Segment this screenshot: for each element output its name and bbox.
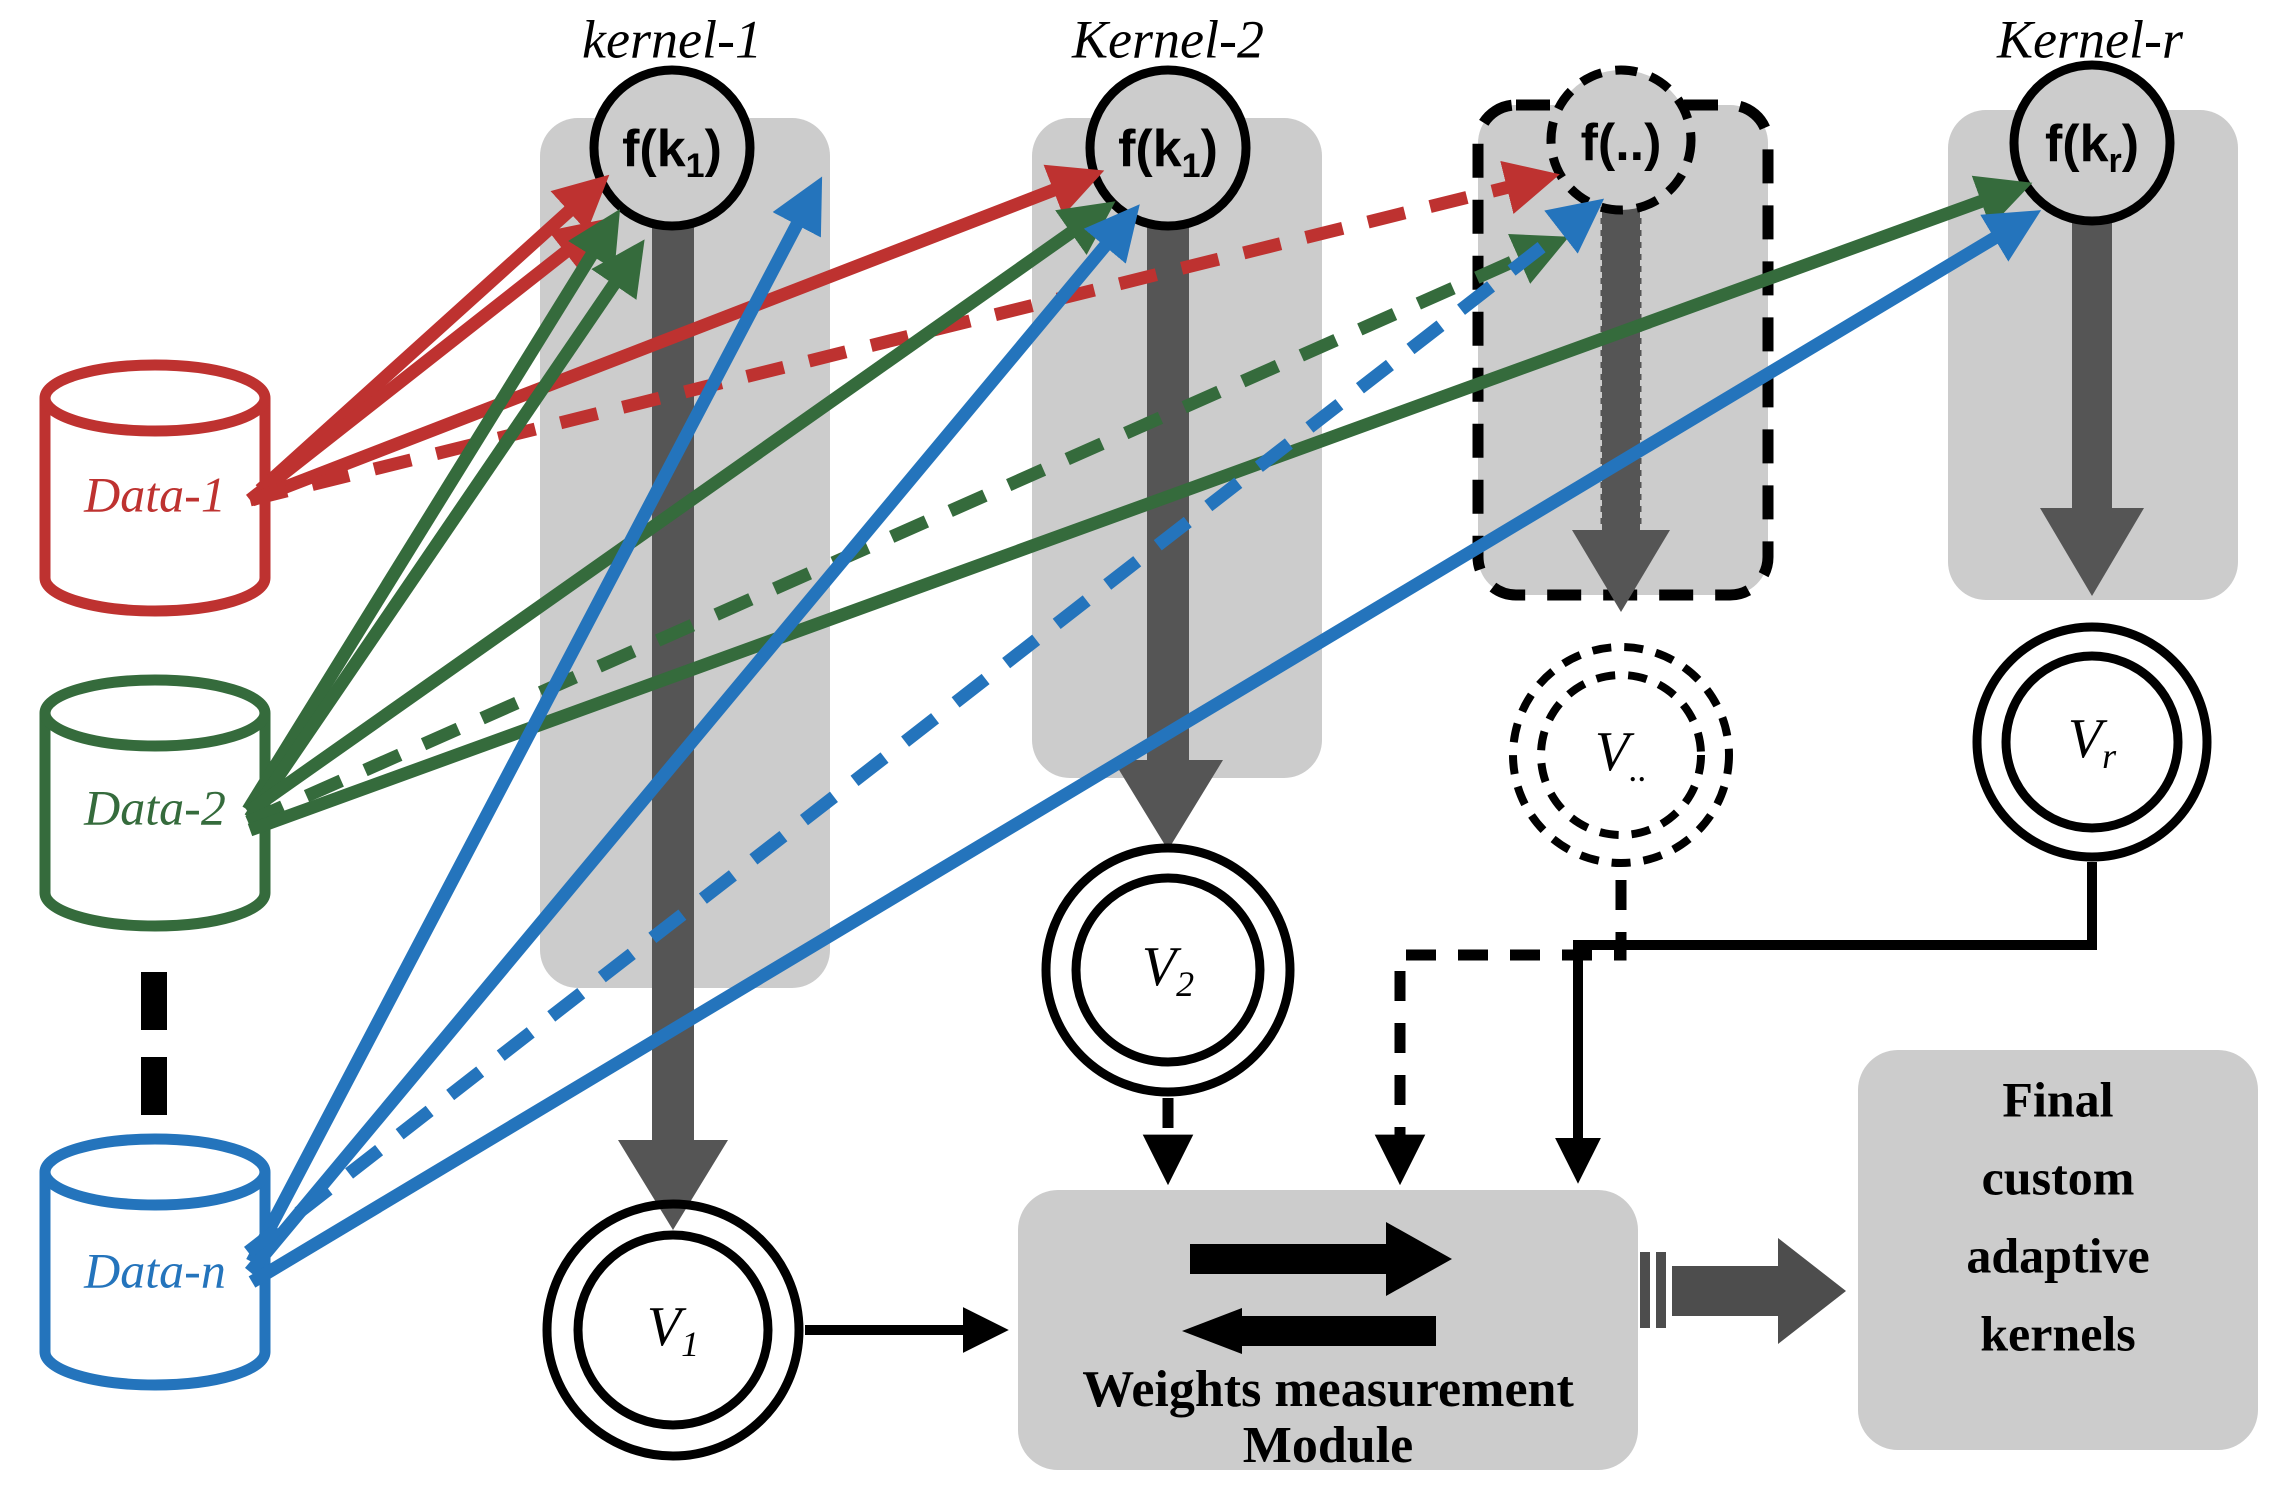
output-circle-vr-label: Vr: [2068, 708, 2117, 776]
edge-data2-kernel1-a: [242, 209, 621, 814]
connector-vr-to-module: [1555, 862, 2097, 1184]
kernel-title-1: kernel-1: [582, 9, 762, 69]
edge-data2-kernel1-b: [244, 239, 645, 822]
edge-datan-kernel-r: [248, 210, 2042, 1288]
connector-vellipsis-to-module: [1374, 880, 1627, 1186]
forward-arrow-icon: [1190, 1222, 1452, 1296]
kernel-output-circles: V1 V2 V.. Vr: [542, 622, 2212, 1461]
kernel-node-1-label: f(k1): [622, 120, 722, 185]
kernel-function-nodes: f(k1) f(k1) f(..) f(kr): [589, 60, 2175, 231]
edges-data-2: [242, 175, 2033, 837]
backward-arrow-icon: [1182, 1308, 1436, 1354]
kernel-node-ellipsis[interactable]: f(..): [1546, 65, 1696, 215]
edges-data-n: [244, 176, 2042, 1288]
kernel-node-r-label: f(kr): [2045, 115, 2139, 180]
edge-data2-kernel-r: [247, 175, 2033, 837]
edge-datan-kernel-ellipsis: [244, 198, 1605, 1258]
weights-module-line-2: Module: [1243, 1417, 1413, 1474]
final-kernels-contents: Final custom adaptive kernels: [1966, 1071, 2149, 1361]
edge-data2-kernel-ellipsis: [245, 233, 1569, 828]
weights-module-contents: Weights measurement Module: [1082, 1222, 1574, 1474]
kernel-title-2: Kernel-2: [1071, 9, 1264, 69]
edge-data1-kernel2: [249, 164, 1105, 507]
final-kernels-line-3: adaptive: [1966, 1227, 2149, 1283]
data-source-data-n[interactable]: Data-n: [39, 1133, 271, 1391]
data-sources: Data-1 Data-2 Data-n: [39, 359, 271, 1391]
kernel-node-2[interactable]: f(k1): [1085, 65, 1251, 231]
final-kernels-line-2: custom: [1982, 1149, 2135, 1205]
data-source-data-n-label: Data-n: [83, 1242, 226, 1298]
kernel-r-down-arrow: [2040, 190, 2144, 596]
module-to-final-arrow: [1640, 1238, 1846, 1344]
module-input-connectors: [805, 862, 2097, 1353]
output-circle-v1[interactable]: V1: [542, 1199, 804, 1461]
data-source-data-2-label: Data-2: [83, 779, 226, 835]
data-source-data-1-label: Data-1: [83, 466, 226, 522]
output-circle-v-ellipsis[interactable]: V..: [1509, 643, 1733, 867]
output-circle-v2[interactable]: V2: [1041, 843, 1295, 1097]
kernel-title-r: Kernel-r: [1996, 9, 2184, 69]
edge-data1-kernel1-a: [255, 174, 610, 495]
output-circle-v2-label: V2: [1142, 936, 1194, 1004]
output-circle-v1-label: V1: [647, 1296, 699, 1364]
data-source-data-2[interactable]: Data-2: [39, 674, 271, 932]
weights-module-line-1: Weights measurement: [1082, 1361, 1574, 1418]
kernel-ellipsis-down-arrow: [1572, 182, 1670, 612]
kernel-node-1[interactable]: f(k1): [589, 65, 755, 231]
final-kernels-line-4: kernels: [1980, 1305, 2136, 1361]
edge-data1-kernel-ellipsis: [248, 160, 1560, 507]
edges-data-1: [245, 160, 1560, 507]
kernel-node-r[interactable]: f(kr): [2009, 60, 2175, 226]
kernel-titles: kernel-1 Kernel-2 Kernel-r: [582, 9, 2184, 69]
edge-data1-kernel1-b: [245, 218, 609, 506]
data-source-data-1[interactable]: Data-1: [39, 359, 271, 617]
edge-data2-kernel2: [244, 201, 1116, 818]
output-circle-v-ellipsis-label: V..: [1595, 721, 1647, 789]
final-kernels-panel[interactable]: [1858, 1050, 2258, 1450]
final-kernels-line-1: Final: [2002, 1071, 2113, 1127]
kernel-node-2-label: f(k1): [1118, 120, 1218, 185]
edge-datan-kernel1: [246, 176, 823, 1266]
edge-datan-kernel2: [245, 204, 1140, 1277]
output-circle-vr[interactable]: Vr: [1972, 622, 2212, 862]
kernel-node-ellipsis-label: f(..): [1581, 114, 1662, 172]
vertical-ellipsis-icon: [141, 972, 167, 1158]
